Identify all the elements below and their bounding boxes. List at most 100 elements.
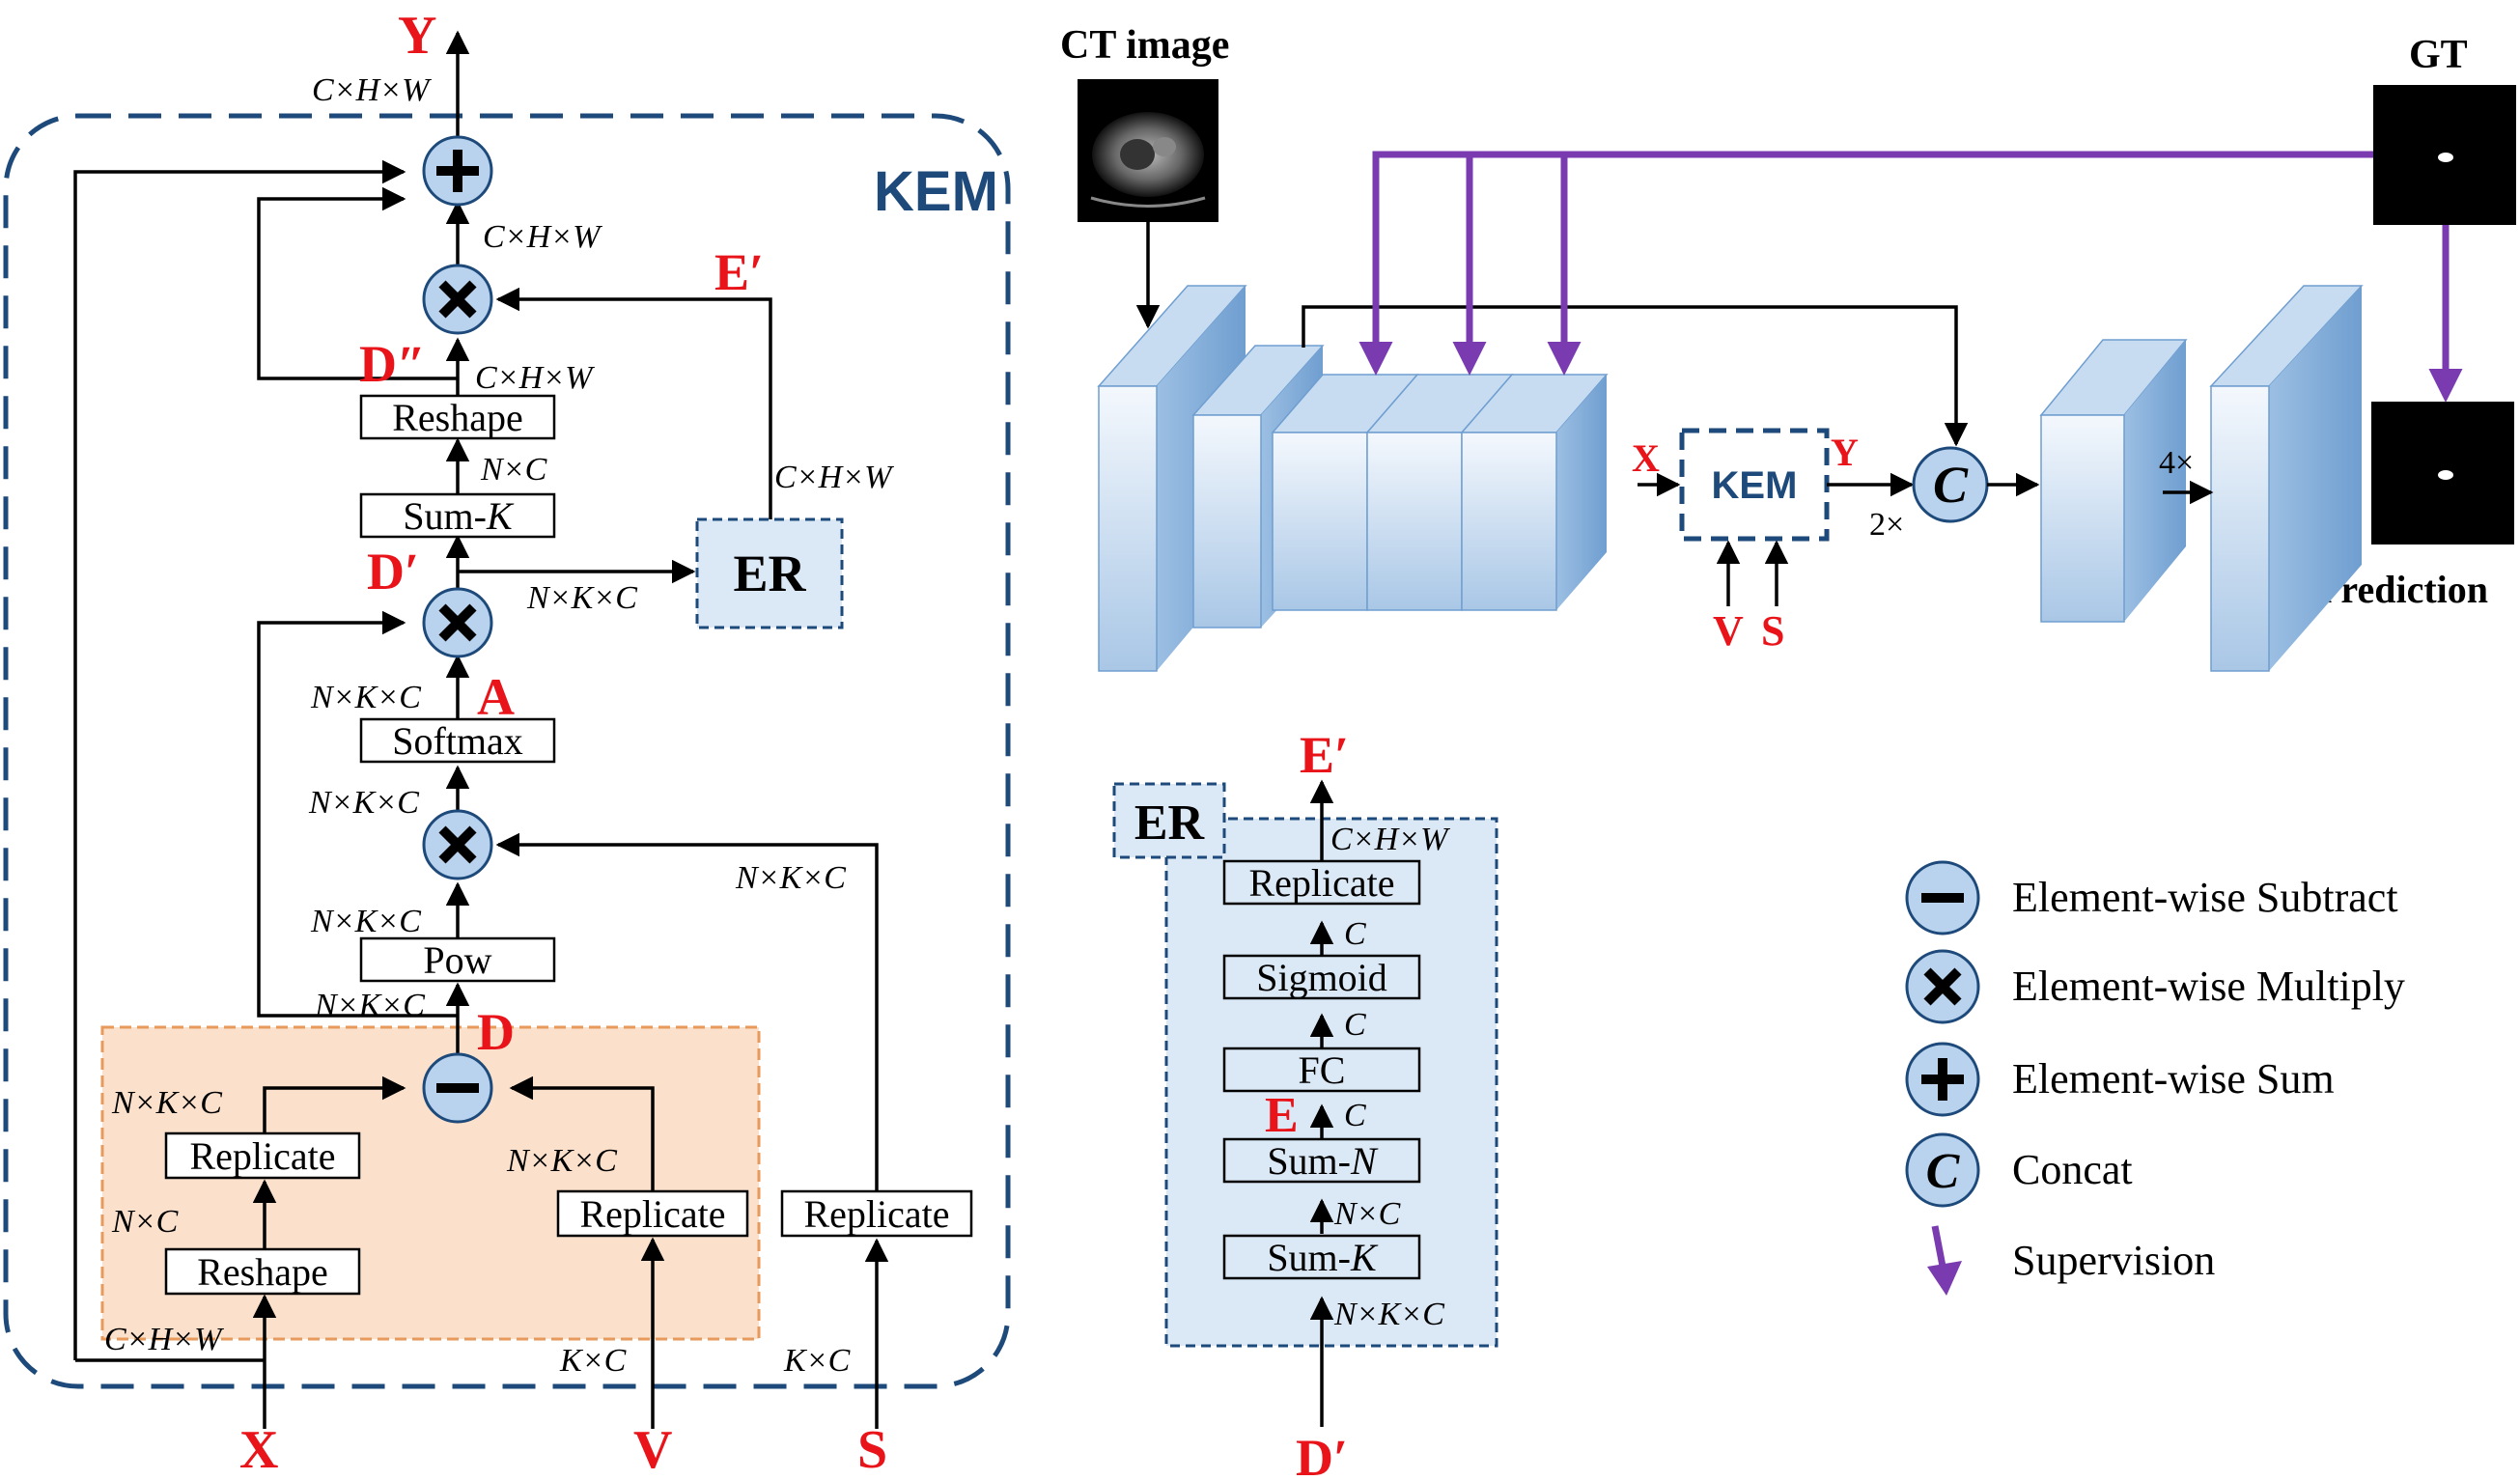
reshape-x-box: [164, 1247, 361, 1296]
kem-border: [3, 113, 1011, 1389]
er-sum-k-label: Sum-K: [1267, 1236, 1379, 1279]
supervision-arrow: [1358, 151, 2373, 376]
kem-x-label: X: [1632, 436, 1660, 480]
pow-box: [359, 936, 556, 983]
replicate-x-box: [164, 1131, 361, 1180]
replicate-s-box: [780, 1189, 973, 1238]
gt-title: GT: [2409, 33, 2468, 77]
x-input-label: X: [239, 1420, 278, 1480]
dim-label: N×K×C: [526, 580, 637, 616]
dim-label: N×K×C: [314, 988, 425, 1023]
softmax-box: [359, 717, 556, 764]
legend-item: Supervision: [1927, 1225, 2215, 1296]
gt-mask: [2373, 85, 2516, 225]
dim-label: C×H×W: [475, 360, 595, 396]
concat-icon: [1905, 1132, 1980, 1208]
kem-y-label: Y: [1831, 431, 1859, 474]
multiply-op-mid: [422, 587, 493, 658]
dim-label: N×C: [1333, 1196, 1401, 1232]
er-detail-title: ER: [1134, 796, 1206, 851]
arrow: [1302, 305, 1969, 447]
er-sum-n-label: Sum-N: [1267, 1139, 1379, 1183]
er-detail: ER Replicate Sigmoid FC Sum-N Sum-K E′ D…: [1112, 726, 1498, 1480]
er-input-label: D′: [1296, 1429, 1348, 1480]
dim-label: N×C: [480, 452, 547, 488]
kem-block-label: KEM: [1712, 464, 1798, 507]
a-label: A: [477, 668, 515, 726]
dim-label: N×K×C: [1333, 1297, 1444, 1332]
concat-symbol: C: [1926, 1144, 1961, 1199]
er-block: [695, 517, 844, 629]
encoder-block-5: [1460, 374, 1609, 611]
legend-label: Element-wise Multiply: [2012, 963, 2405, 1010]
legend: Element-wise Subtract Element-wise Multi…: [1905, 860, 2405, 1296]
decoder-block-2: [2209, 285, 2364, 672]
er-sigmoid-box: [1222, 954, 1421, 1000]
arrow: [263, 1075, 406, 1133]
dim-label: C×H×W: [483, 219, 602, 255]
kem-title: KEM: [874, 160, 998, 223]
dim-label: N×K×C: [111, 1085, 222, 1121]
dim-label: K×C: [559, 1343, 627, 1379]
dim-label: C×H×W: [312, 72, 432, 108]
er-sigmoid-label: Sigmoid: [1256, 956, 1387, 999]
dim-label: C: [1344, 916, 1366, 952]
dim-label: N×K×C: [310, 904, 421, 939]
arrow: [257, 186, 458, 380]
multiply-op-top: [422, 264, 493, 335]
kem-s-label: S: [1761, 607, 1784, 655]
subtract-op: [422, 1052, 493, 1124]
dim-label: K×C: [783, 1343, 851, 1379]
ct-image: [1078, 79, 1218, 222]
kem-block[interactable]: [1679, 428, 1830, 542]
e-prime-label: E′: [714, 243, 764, 301]
y-output-label: Y: [398, 6, 436, 66]
er-replicate-label: Replicate: [1248, 861, 1394, 905]
er-detail-tab: [1112, 782, 1226, 859]
arrow: [257, 610, 458, 1018]
dim-label: N×K×C: [308, 785, 419, 821]
er-block-label: ER: [733, 545, 806, 602]
dim-label: N×K×C: [735, 860, 846, 896]
arrow: [509, 1075, 655, 1191]
dim-label: C×H×W: [1330, 822, 1450, 857]
d-double-prime-label: D″: [359, 335, 426, 393]
legend-label: Supervision: [2012, 1237, 2215, 1284]
legend-label: Concat: [2012, 1146, 2133, 1193]
reshape-x-label: Reshape: [197, 1250, 328, 1294]
kem-module: KEM: [3, 6, 1011, 1480]
er-fc-box: [1222, 1047, 1421, 1093]
concat-op: C: [1912, 446, 1989, 523]
sum-k-box: [359, 492, 556, 539]
d-prime-label: D′: [367, 543, 419, 600]
s-input-label: S: [857, 1420, 887, 1480]
dim-label: N×C: [111, 1204, 179, 1240]
dim-label: C×H×W: [774, 460, 894, 495]
replicate-x-label: Replicate: [189, 1134, 335, 1178]
kem-v-label: V: [1713, 607, 1744, 655]
er-sum-n-box: [1222, 1137, 1421, 1184]
er-output-label: E′: [1300, 726, 1349, 784]
reshape-box: [359, 394, 556, 440]
ct-image-title: CT image: [1060, 23, 1229, 68]
dim-label: C: [1344, 1007, 1366, 1043]
arrow: [495, 832, 879, 1191]
dim-label: C: [1344, 1098, 1366, 1133]
er-sum-k-box: [1222, 1234, 1421, 1280]
legend-item: C Concat: [1905, 1132, 2133, 1208]
reshape-label: Reshape: [392, 396, 523, 439]
dim-label: C×H×W: [104, 1322, 224, 1357]
arrow: [73, 159, 406, 1360]
er-fc-label: FC: [1299, 1048, 1346, 1092]
replicate-s-label: Replicate: [803, 1192, 949, 1236]
dim-label: N×K×C: [310, 680, 421, 715]
prediction-mask: [2371, 402, 2514, 545]
arrow: [495, 287, 772, 519]
legend-label: Element-wise Sum: [2012, 1055, 2335, 1103]
sum-k-label: Sum-K: [403, 494, 515, 538]
legend-item: Element-wise Subtract: [1905, 860, 2398, 935]
decoder-block-1: [2039, 339, 2188, 623]
upsample-4x-label: 4×: [2159, 445, 2194, 481]
d-label: D: [477, 1003, 515, 1061]
